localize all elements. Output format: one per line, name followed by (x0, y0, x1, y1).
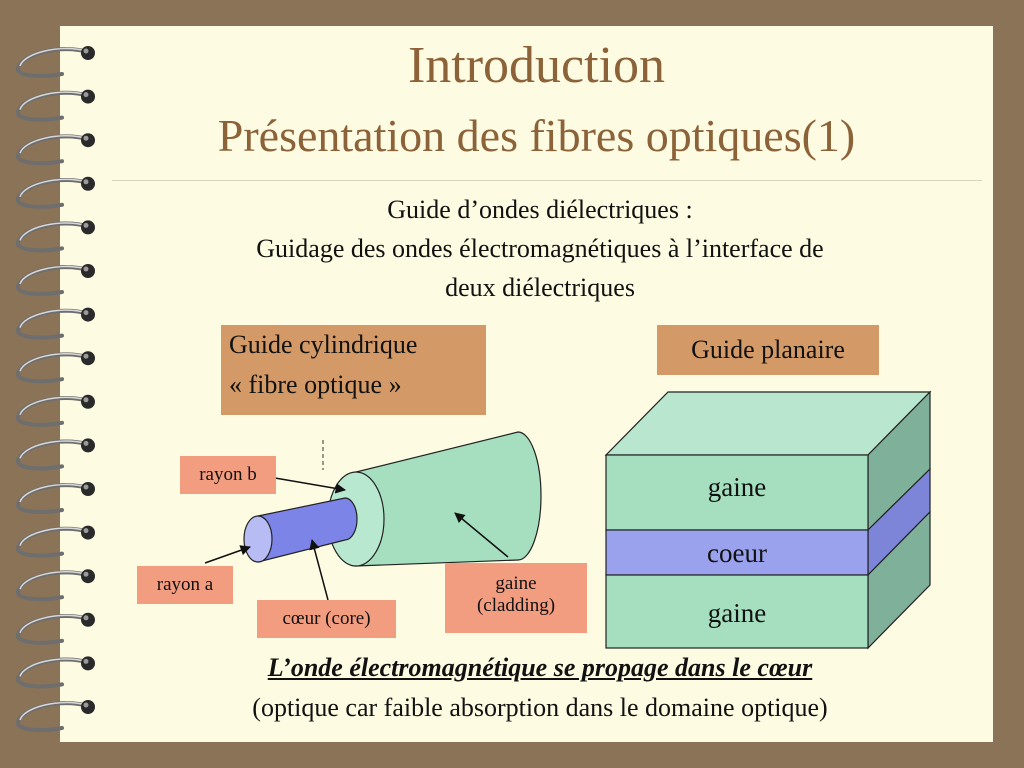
intro-line-2: Guidage des ondes électromagnétiques à l… (256, 234, 824, 263)
binding-ring (16, 264, 95, 296)
title-divider (112, 180, 982, 181)
binding-ring (16, 220, 95, 253)
arrow-core (309, 538, 329, 601)
label-core: cœur (core) (257, 600, 396, 638)
binding-ring (16, 525, 95, 558)
planar-layer-lower-cladding: gaine (707, 598, 767, 628)
fiber-cylinder (243, 431, 542, 567)
binding-ring (16, 351, 95, 384)
page-title: Introduction (407, 37, 666, 94)
binding-ring (16, 394, 95, 427)
binding-ring (16, 569, 95, 602)
binding-ring (16, 438, 95, 471)
front-lower-cladding (605, 574, 869, 649)
label-cladding-line1: gaine (495, 573, 537, 594)
core-end-face (243, 515, 273, 563)
cladding-body (355, 431, 542, 567)
conclusion: L’onde électromagnétique se propage dans… (110, 648, 970, 728)
planar-guide-block (604, 390, 932, 650)
label-rayon-a: rayon a (137, 566, 233, 604)
page-subtitle: Présentation des fibres optiques(1) (217, 110, 856, 161)
planar-layer-upper-cladding: gaine (707, 472, 767, 502)
arrow-rayon-a (204, 545, 251, 564)
binding-ring (16, 307, 95, 340)
conclusion-detail: (optique car faible absorption dans le d… (252, 693, 828, 722)
binding-ring (16, 133, 95, 166)
conclusion-main: L’onde électromagnétique se propage dans… (267, 653, 813, 682)
cylindrical-guide-box: Guide cylindrique « fibre optique » (221, 325, 486, 415)
core-body (257, 497, 358, 563)
binding-ring (16, 482, 95, 514)
binding-ring (16, 612, 95, 645)
binding-ring (16, 89, 95, 122)
planar-layer-core: coeur (707, 538, 767, 568)
planar-guide-box: Guide planaire (657, 325, 879, 375)
binding-ring (16, 46, 95, 78)
arrow-cladding (454, 512, 509, 558)
label-rayon-b: rayon b (180, 456, 276, 494)
binding-ring (16, 700, 95, 732)
label-cladding-line2: (cladding) (476, 595, 556, 616)
cylindrical-guide-subtitle: « fibre optique » (229, 370, 402, 399)
binding-ring (16, 176, 95, 209)
intro-line-3: deux diélectriques (445, 273, 635, 302)
cylindrical-guide-title: Guide cylindrique (229, 330, 418, 359)
intro-line-1: Guide d’ondes diélectriques : (387, 195, 693, 224)
spiral-binding (16, 46, 95, 732)
arrow-rayon-b (274, 477, 347, 494)
binding-ring (16, 656, 95, 689)
label-cladding: gaine (cladding) (445, 563, 587, 633)
